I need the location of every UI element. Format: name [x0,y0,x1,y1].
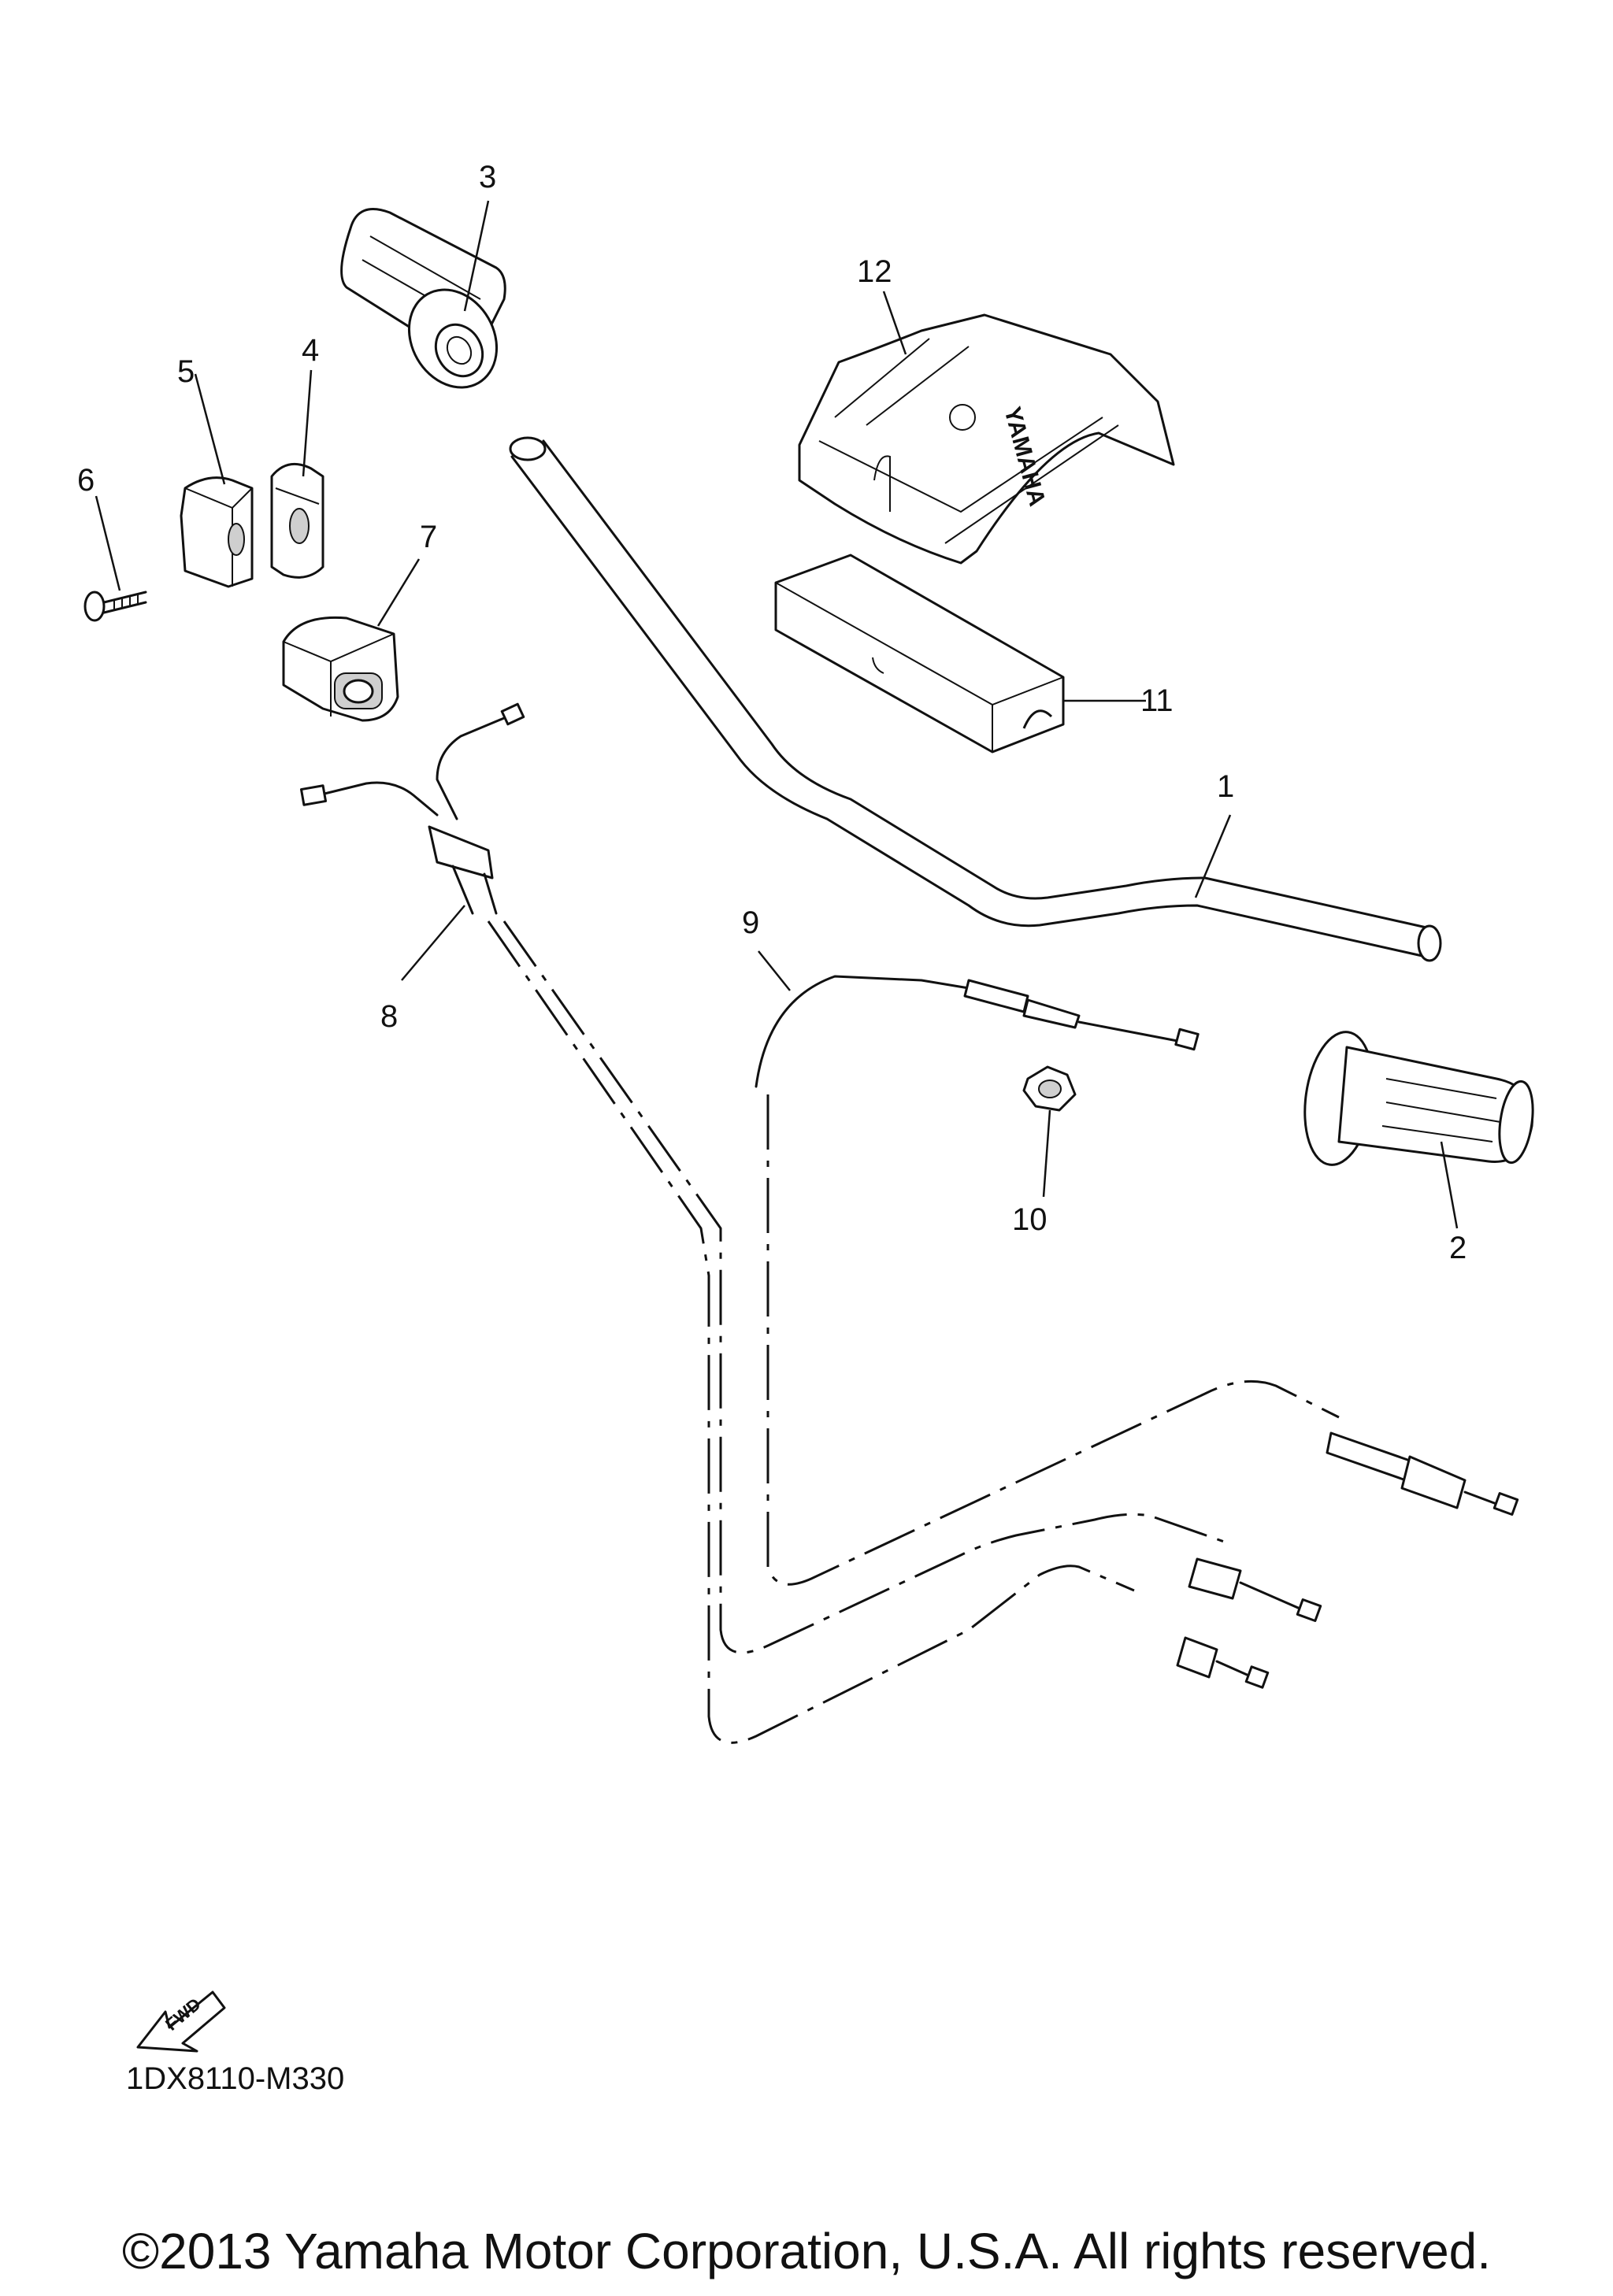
left-grip[interactable] [1297,1028,1537,1169]
cable-adjuster-a[interactable] [1176,1557,1322,1689]
diagram-code: 1DX8110-M330 [126,2061,345,2096]
throttle-cables[interactable] [299,702,1229,1744]
callout-11: 11 [1140,683,1174,718]
handlebar[interactable] [509,436,1442,962]
callout-12: 12 [857,254,892,289]
callout-10: 10 [1012,1202,1048,1237]
leader-lines [95,200,1459,1229]
fwd-arrow-icon: FWD [136,1990,226,2053]
callout-5: 5 [177,354,195,389]
handlebar-cover[interactable]: YAMAHA [798,313,1175,565]
callout-2: 2 [1449,1231,1467,1265]
copyright-notice: ©2013 Yamaha Motor Corporation, U.S.A. A… [121,2223,1492,2279]
handlebar-pad[interactable] [774,554,1065,754]
switch-housing[interactable] [282,616,399,722]
clamp-right[interactable] [270,462,324,579]
callout-3: 3 [479,160,496,194]
callout-1: 1 [1217,769,1234,804]
adjuster-nut[interactable] [1022,1065,1077,1112]
clamp-screw[interactable] [83,591,147,622]
callout-9: 9 [742,905,759,940]
callout-6: 6 [77,463,95,498]
clamp-left[interactable] [180,476,254,588]
callout-8: 8 [380,999,398,1034]
throttle-grip[interactable] [340,208,514,404]
callout-4: 4 [302,333,319,368]
callout-labels: 1 2 3 4 5 6 7 8 9 10 11 12 [77,160,1467,1265]
callout-7: 7 [420,520,437,554]
cable-9[interactable] [755,975,1519,1586]
